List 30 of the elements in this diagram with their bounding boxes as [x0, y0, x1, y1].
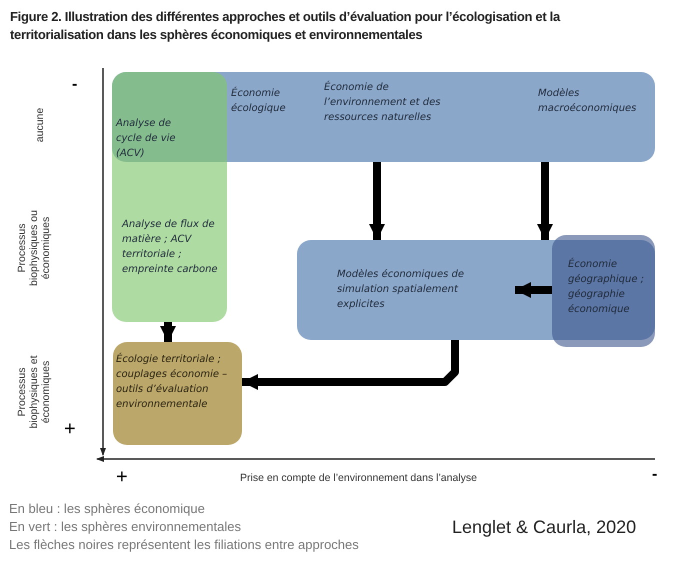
axis-end-mark: +	[116, 466, 128, 488]
axis-label: Prise en compte de l’environnement dans l’analyse	[240, 473, 477, 485]
arrow	[537, 162, 553, 240]
approach-label: Modèles économiques de simulation spatialement explicites	[337, 268, 466, 312]
axis-end-mark: +	[64, 418, 76, 440]
note-text: En bleu : les sphères économique	[9, 502, 205, 516]
axis-end-mark: -	[652, 466, 658, 484]
note-text: Les flèches noires représentent les filiations entre approches	[9, 538, 359, 552]
approach-label: Économie géographique ; géographie économique	[568, 257, 646, 317]
source-credit: Lenglet & Caurla, 2020	[452, 518, 636, 538]
approach-label: Écologie territoriale ; couplages économie – outils d’évaluation environnementale	[116, 352, 228, 412]
approach-box	[112, 72, 227, 322]
axis-label: aucune	[34, 106, 46, 144]
axis-label: Processus biophysiques et économiques	[16, 354, 53, 430]
approach-box	[552, 235, 655, 347]
approach-label: Analyse de cycle de vie (ACV)	[116, 117, 177, 161]
figure-title: Figure 2. Illustration des différentes approches et outils d’évaluation pour l’écologisation et la territorialisation dans les sphères économiques et environnementales	[10, 8, 562, 44]
approach-box	[297, 240, 655, 340]
approach-label: Économie écologique	[231, 86, 287, 116]
axis-label: Processus biophysiques ou économiques	[16, 209, 53, 288]
note-text: En vert : les sphères environnementales	[9, 520, 241, 534]
axis-end-mark: -	[72, 76, 78, 94]
approach-label: Économie de l’environnement et des ressources naturelles	[324, 80, 442, 125]
approach-label: Modèles macroéconomiques	[538, 87, 638, 116]
arrow	[515, 282, 552, 298]
approach-box	[113, 342, 242, 445]
arrow	[160, 322, 176, 342]
arrow	[369, 162, 385, 240]
approach-box	[112, 72, 655, 162]
approach-label: Analyse de flux de matière ; ACV territoriale ; empreinte carbone	[122, 218, 219, 277]
